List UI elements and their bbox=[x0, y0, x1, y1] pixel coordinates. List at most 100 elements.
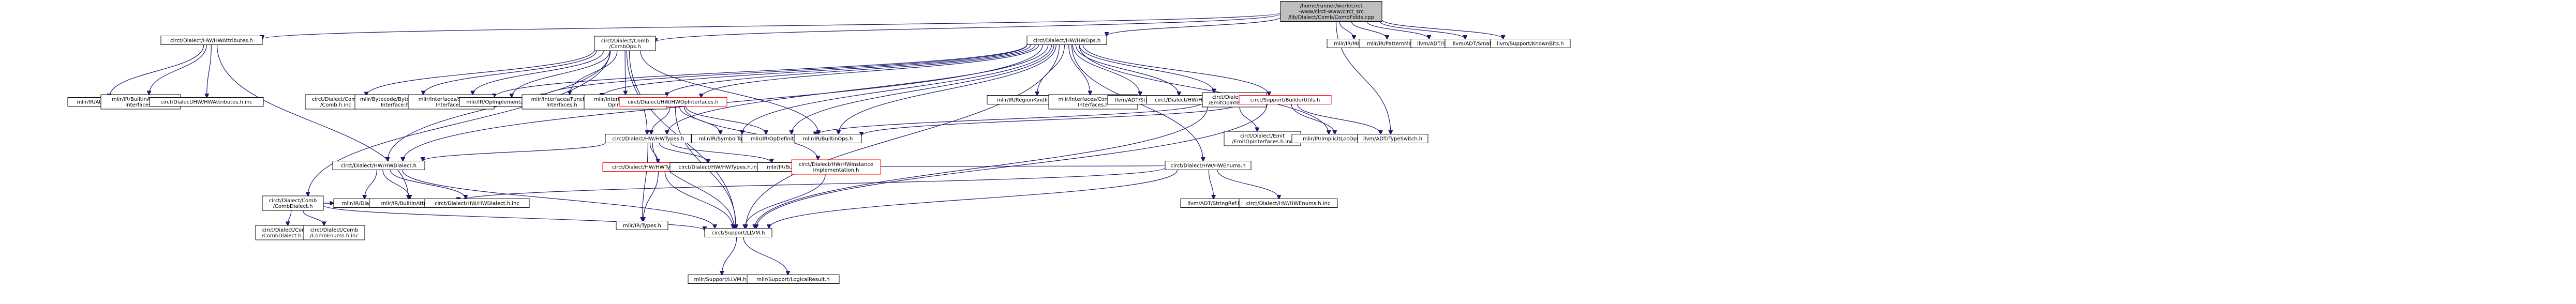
edge-hwdialect-to-circt-llvm bbox=[401, 170, 714, 229]
node-llvm-knownbits[interactable]: llvm/Support/KnownBits.h bbox=[1490, 39, 1571, 48]
node-label: mlir/IR/BuiltinAttributes.h bbox=[381, 201, 447, 207]
edge-hwops-to-hwopinterfaces bbox=[701, 44, 1039, 98]
node-root[interactable]: /home/runner/work/circt-www/circt-www/ci… bbox=[1280, 1, 1382, 22]
node-mlir-types[interactable]: mlir/IR/Types.h bbox=[616, 221, 668, 230]
edge-root-to-combops bbox=[656, 13, 1281, 42]
node-label: mlir/IR/Types.h bbox=[623, 223, 661, 229]
node-combenums-inc[interactable]: circt/Dialect/Comb/CombEnums.h.inc bbox=[303, 225, 365, 240]
node-hwattributes-inc[interactable]: circt/Dialect/HW/HWAttributes.h.inc bbox=[149, 97, 264, 107]
edge-hwops-to-mlir-opimpl bbox=[543, 44, 1028, 97]
edge-combdialect-to-circt-llvm bbox=[323, 205, 705, 231]
node-label: mlir/IR/BuiltinOps.h bbox=[803, 136, 853, 142]
node-label: circt/Dialect/HW/HWEnums.h.inc bbox=[1246, 201, 1331, 207]
node-hwdialect-inc[interactable]: circt/Dialect/HW/HWDialect.h.inc bbox=[424, 199, 530, 208]
node-label: circt/Dialect/HW/HWTypes.h.inc bbox=[679, 165, 760, 171]
edge-hwops-to-mlir-sideeffect bbox=[494, 44, 1028, 98]
node-box bbox=[1357, 134, 1428, 143]
node-hwenums[interactable]: circt/Dialect/HW/HWEnums.h bbox=[1165, 161, 1252, 170]
node-emitopinterfaces-inc[interactable]: circt/Dialect/Emit/EmitOpInterfaces.h.in… bbox=[1224, 131, 1301, 146]
node-mlir-support-llvm[interactable]: mlir/Support/LLVM.h bbox=[688, 275, 753, 284]
node-hwattributes[interactable]: circt/Dialect/HW/HWAttributes.h bbox=[160, 36, 263, 45]
node-llvm-typeswitch[interactable]: llvm/ADT/TypeSwitch.h bbox=[1357, 134, 1428, 143]
node-box bbox=[1165, 161, 1252, 170]
edge-hwattributes-to-mlir-builtinattributes bbox=[216, 44, 409, 199]
edge-combops-to-hwtypes bbox=[626, 50, 647, 134]
node-mlir-logicalresult[interactable]: mlir/Support/LogicalResult.h bbox=[747, 275, 840, 284]
node-combops[interactable]: circt/Dialect/Comb/CombOps.h bbox=[594, 36, 656, 51]
edge-combops-to-mlir-opimpl bbox=[512, 50, 611, 98]
node-label: llvm/ADT/StringExtras.h bbox=[1115, 98, 1177, 103]
node-label: mlir/Support/LogicalResult.h bbox=[756, 277, 829, 283]
edge-root-to-llvm-typeswitch bbox=[1335, 21, 1390, 134]
node-circt-llvm[interactable]: circt/Support/LLVM.h bbox=[704, 228, 772, 237]
node-box bbox=[262, 195, 324, 211]
edge-builderutils-to-mlir-implicitlocopbuilder bbox=[1291, 104, 1335, 134]
node-label: Interfaces.h bbox=[436, 102, 467, 108]
node-label: /CombOps.h bbox=[609, 44, 641, 50]
node-mlir-builtinops[interactable]: mlir/IR/BuiltinOps.h bbox=[794, 134, 862, 143]
node-combdialect[interactable]: circt/Dialect/Comb/CombDialect.h bbox=[262, 195, 324, 211]
node-hwtypes[interactable]: circt/Dialect/HW/HWTypes.h bbox=[605, 134, 692, 143]
node-label: circt/Dialect/Comb bbox=[269, 198, 317, 204]
edge-emitopinterfaces-to-circt-llvm bbox=[755, 107, 1208, 229]
node-hwopinterfaces[interactable]: circt/Dialect/HW/HWOpInterfaces.h bbox=[619, 97, 727, 107]
edge-hwops-to-mlir-symboltable bbox=[742, 44, 1052, 134]
node-label: llvm/ADT/SetVector.h bbox=[1417, 41, 1472, 47]
node-label: circt/Dialect/HW/HWOps.h bbox=[1033, 38, 1100, 44]
edge-hwenums-to-hwenums-inc bbox=[1217, 170, 1279, 199]
node-label: circt/Support/LLVM.h bbox=[712, 231, 765, 236]
node-builderutils[interactable]: circt/Support/BuilderUtils.h bbox=[1239, 95, 1332, 104]
edge-hwdialect-to-mlir-builtinattributes bbox=[382, 170, 410, 199]
node-label: circt/Dialect/HW/HWAttributes.h.inc bbox=[160, 100, 252, 105]
node-label: circt/Dialect/Comb bbox=[262, 227, 310, 233]
node-box bbox=[1280, 1, 1382, 22]
edge-root-to-mlir-matchers bbox=[1339, 21, 1354, 39]
node-label: mlir/Interfaces/Function bbox=[531, 97, 593, 102]
node-label: mlir/IR/Dialect.h bbox=[342, 201, 384, 207]
edge-hwops-to-hwtypes bbox=[667, 44, 1049, 134]
node-hwinstanceimpl[interactable]: circt/Dialect/HW/HWInstanceImplementatio… bbox=[791, 159, 881, 175]
node-box bbox=[791, 159, 881, 175]
edge-builderutils-to-llvm-typeswitch bbox=[1297, 104, 1381, 134]
edge-hwops-to-mlir-implicitlocopbuilder bbox=[1079, 44, 1329, 134]
node-label: circt/Dialect/HW/HWEnums.h bbox=[1171, 163, 1246, 169]
node-hwops[interactable]: circt/Dialect/HW/HWOps.h bbox=[1026, 36, 1107, 45]
node-llvm-stringref[interactable]: llvm/ADT/StringRef.h bbox=[1180, 199, 1248, 208]
node-box bbox=[616, 221, 668, 230]
node-label: circt/Dialect/HW/HWTypes.h bbox=[612, 136, 684, 142]
node-hwenums-inc[interactable]: circt/Dialect/HW/HWEnums.h.inc bbox=[1239, 199, 1338, 208]
edge-hwtypes-to-hwtypes-inc bbox=[659, 143, 708, 163]
edge-hwtypeinterfaces-to-mlir-types bbox=[644, 171, 659, 221]
edge-emitopinterfaces-to-emitopinterfaces-inc bbox=[1239, 107, 1257, 131]
node-hwdialect[interactable]: circt/Dialect/HW/HWDialect.h bbox=[332, 161, 425, 170]
edge-combdialect-to-combdialect-inc bbox=[288, 210, 292, 225]
node-label: mlir/IR/PatternMatch.h bbox=[1367, 41, 1425, 47]
node-label: circt/Dialect/HW/HW.h.inc bbox=[1155, 98, 1221, 103]
edge-combops-to-mlir-functionifaces bbox=[570, 50, 618, 95]
edge-circt-llvm-to-mlir-support-llvm bbox=[722, 237, 737, 275]
node-box bbox=[1490, 39, 1571, 48]
node-box bbox=[1239, 199, 1338, 208]
edge-root-to-llvm-setvector bbox=[1366, 21, 1429, 39]
edge-root-to-hwops bbox=[1107, 17, 1281, 36]
node-label: llvm/ADT/SmallBitVector.h bbox=[1453, 41, 1520, 47]
node-label: /EmitOpInterfaces.h bbox=[1209, 100, 1260, 106]
node-box bbox=[1224, 131, 1301, 146]
edge-hwops-to-mlir-regionkind bbox=[1037, 44, 1065, 96]
edge-hwdialect-to-hwdialect-inc bbox=[390, 170, 466, 199]
edge-hwenums-to-llvm-stringref bbox=[1208, 170, 1213, 199]
node-label: /CombDialect.h.inc bbox=[262, 233, 311, 239]
node-label: mlir/Bytecode/BytecodeOp bbox=[360, 97, 429, 102]
node-label: circt/Dialect/HW/HWDialect.h bbox=[341, 163, 416, 169]
node-label: Implementation.h bbox=[813, 168, 859, 173]
node-label: mlir/IR/OpImplementation.h bbox=[466, 100, 538, 105]
node-label: mlir/IR/ImplicitLocOpBuilder.h bbox=[1303, 136, 1379, 142]
edge-combops-to-mlir-sideeffect bbox=[473, 50, 604, 95]
node-label: circt/Dialect/HW/HWAttributes.h bbox=[170, 38, 253, 44]
node-box bbox=[747, 275, 840, 284]
node-hwtypes-inc[interactable]: circt/Dialect/HW/HWTypes.h.inc bbox=[669, 162, 769, 172]
node-box bbox=[149, 97, 264, 107]
edge-layer bbox=[109, 12, 1503, 275]
node-label: mlir/Interfaces/SideEffect bbox=[419, 97, 484, 102]
